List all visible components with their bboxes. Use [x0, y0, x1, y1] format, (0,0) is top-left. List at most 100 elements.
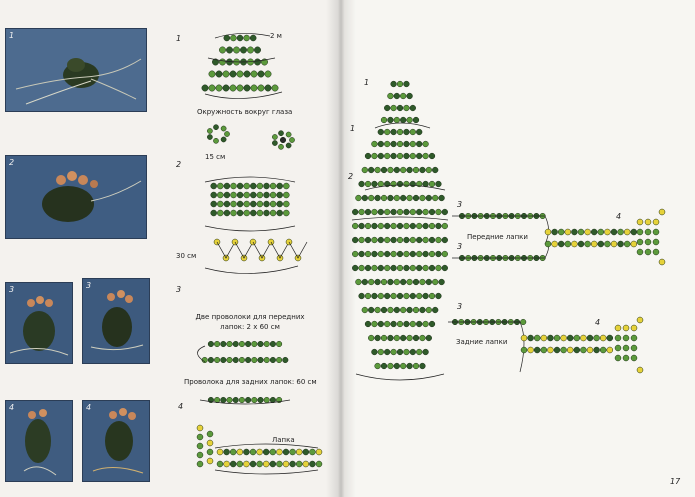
bead [560, 346, 567, 354]
bead [409, 222, 416, 230]
bead [553, 334, 561, 342]
bead [232, 356, 239, 364]
frog-photo-4a [6, 401, 72, 481]
bead [269, 182, 277, 190]
bead [212, 58, 219, 66]
bead [396, 128, 404, 136]
bead [623, 240, 631, 248]
bead [571, 240, 578, 248]
bead [652, 218, 660, 226]
bead [250, 191, 257, 199]
bead [276, 209, 283, 217]
bead [636, 218, 644, 226]
bead [364, 320, 372, 328]
bead [229, 70, 237, 78]
bead [630, 354, 638, 362]
bead [422, 236, 429, 244]
bead [403, 208, 410, 216]
bead [358, 292, 365, 300]
bead [282, 448, 290, 456]
bead [425, 278, 432, 286]
bead [215, 84, 223, 92]
bead [238, 356, 245, 364]
back-wire-caption: Проволока для задних лапок: 60 см [184, 378, 317, 386]
bead [416, 264, 423, 272]
bead [223, 191, 231, 199]
bead [387, 116, 394, 124]
eye-bead [285, 142, 292, 149]
bead [617, 228, 624, 236]
bead [256, 460, 263, 468]
bead [276, 200, 283, 208]
bead [352, 236, 359, 244]
bead [551, 228, 558, 236]
bead [364, 264, 372, 272]
bead [422, 292, 429, 300]
bead [223, 182, 231, 190]
bead [371, 208, 378, 216]
bead [435, 264, 442, 272]
bead [269, 460, 277, 468]
bead [400, 362, 407, 370]
eye-bead [278, 143, 284, 150]
wire-line [355, 373, 445, 381]
bead [390, 180, 397, 188]
wire-line [207, 57, 276, 63]
bead [358, 264, 365, 272]
bead [257, 396, 264, 404]
front-step-3a: 3 [457, 200, 463, 209]
back-step-4: 4 [595, 318, 601, 327]
bead [412, 166, 420, 174]
bead [368, 334, 375, 342]
eye-bead [207, 128, 213, 134]
bead [435, 208, 442, 216]
bead [250, 182, 257, 190]
eye-bead [224, 131, 230, 137]
bead [422, 140, 429, 148]
bead [371, 292, 378, 300]
bead [416, 292, 423, 300]
wire-line [452, 215, 549, 245]
bead [390, 250, 397, 258]
bead [352, 222, 359, 230]
bead [409, 104, 416, 112]
bead [364, 208, 372, 216]
bead [593, 346, 600, 354]
bead [377, 250, 384, 258]
bead [419, 166, 426, 174]
bead [364, 250, 372, 258]
bead [257, 70, 265, 78]
bead [236, 460, 244, 468]
bead [387, 92, 394, 100]
bead [208, 70, 216, 78]
bead [557, 228, 565, 236]
bead [527, 346, 534, 354]
frog-photo-2 [6, 156, 146, 238]
bead [377, 152, 384, 160]
bead [295, 448, 303, 456]
bead [371, 320, 378, 328]
bead [196, 442, 204, 450]
bead [263, 182, 270, 190]
bead [226, 396, 233, 404]
bead [403, 264, 410, 272]
photo-label: 2 [9, 158, 15, 167]
bead [355, 194, 362, 202]
bead [520, 318, 527, 326]
bead [614, 324, 622, 332]
bead [406, 166, 413, 174]
bead [400, 92, 407, 100]
bead [409, 208, 416, 216]
bead [412, 116, 420, 124]
bead [387, 306, 394, 314]
bead [380, 334, 388, 342]
bead [630, 240, 638, 248]
bead [222, 70, 230, 78]
bead [432, 194, 439, 202]
bead [396, 152, 404, 160]
bead [377, 236, 384, 244]
bead [371, 222, 378, 230]
bead [606, 334, 614, 342]
bead [586, 334, 594, 342]
